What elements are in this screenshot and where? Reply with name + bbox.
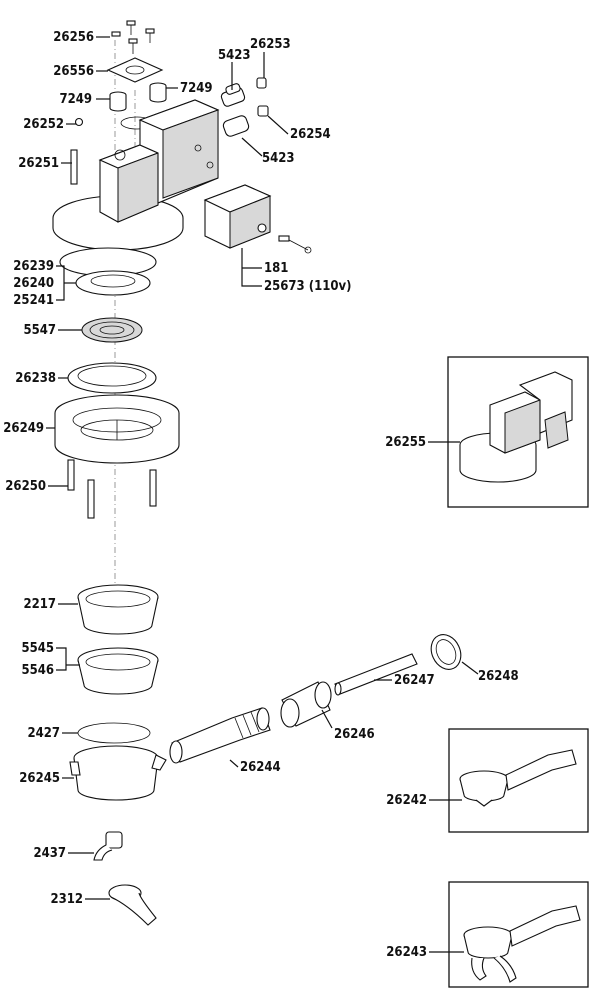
gasket-26238[interactable] <box>67 362 157 394</box>
assembled-group-26255[interactable] <box>459 371 573 483</box>
fitting-5423-upper[interactable] <box>220 83 246 107</box>
label-5423-lower: 5423 <box>262 151 295 166</box>
label-26244: 26244 <box>240 760 281 775</box>
label-26243: 26243 <box>386 945 427 960</box>
solenoid-181[interactable] <box>203 184 312 254</box>
cap-26248[interactable] <box>426 630 467 674</box>
part-labels: 26256 26556 7249 7249 26252 26251 5423 2… <box>3 30 518 960</box>
label-5547: 5547 <box>23 323 56 338</box>
label-26242: 26242 <box>386 793 427 808</box>
label-26250: 26250 <box>5 479 46 494</box>
group-head-body[interactable] <box>52 99 220 251</box>
spring-2427[interactable] <box>77 722 151 744</box>
label-26256: 26256 <box>53 30 94 45</box>
label-26253: 26253 <box>250 37 291 52</box>
label-26239: 26239 <box>13 259 54 274</box>
portafilter-26243[interactable] <box>463 905 581 983</box>
label-26249: 26249 <box>3 421 44 436</box>
label-26245: 26245 <box>19 771 60 786</box>
label-5546: 5546 <box>21 663 54 678</box>
basket-5545-5546[interactable] <box>77 647 159 695</box>
label-25673: 25673 (110v) <box>264 279 351 294</box>
basket-2217[interactable] <box>77 584 159 635</box>
rod-26247[interactable] <box>334 653 418 696</box>
label-26240: 26240 <box>13 276 54 291</box>
label-26251: 26251 <box>18 156 59 171</box>
pin-26251[interactable] <box>70 149 78 185</box>
bolts-26250[interactable] <box>67 459 157 519</box>
label-25241: 25241 <box>13 293 54 308</box>
shower-screen-5547[interactable] <box>81 317 143 343</box>
portafilter-body-26245[interactable] <box>69 745 167 801</box>
fitting-5423-lower[interactable] <box>222 114 250 137</box>
label-26247: 26247 <box>394 673 435 688</box>
label-7249-left: 7249 <box>59 92 92 107</box>
spout-2437[interactable] <box>93 831 123 861</box>
screw-26256[interactable] <box>111 20 155 54</box>
spout-2312[interactable] <box>108 884 157 926</box>
nut-26254[interactable] <box>257 105 269 117</box>
label-26246: 26246 <box>334 727 375 742</box>
label-26248: 26248 <box>478 669 519 684</box>
label-26255: 26255 <box>385 435 426 450</box>
label-181: 181 <box>264 261 288 276</box>
label-5545: 5545 <box>21 641 54 656</box>
label-2312: 2312 <box>50 892 83 907</box>
label-2437: 2437 <box>33 846 66 861</box>
label-26556: 26556 <box>53 64 94 79</box>
plate-26556[interactable] <box>106 57 164 83</box>
cap-7249-right[interactable] <box>149 82 167 103</box>
label-26254: 26254 <box>290 127 331 142</box>
handle-26244[interactable] <box>169 707 271 764</box>
ring-26249[interactable] <box>54 394 180 464</box>
leader-lines <box>46 36 479 953</box>
diffuser-26240[interactable] <box>75 270 151 296</box>
label-26252: 26252 <box>23 117 64 132</box>
label-5423-upper: 5423 <box>218 48 251 63</box>
portafilter-26242[interactable] <box>459 749 577 807</box>
label-26238: 26238 <box>15 371 56 386</box>
cap-7249-left[interactable] <box>109 91 127 112</box>
label-2427: 2427 <box>27 726 60 741</box>
label-7249-right: 7249 <box>180 81 213 96</box>
label-2217: 2217 <box>23 597 56 612</box>
nut-26252[interactable] <box>74 117 84 127</box>
handle-cap-26246[interactable] <box>280 681 332 728</box>
nut-26253[interactable] <box>256 77 267 89</box>
